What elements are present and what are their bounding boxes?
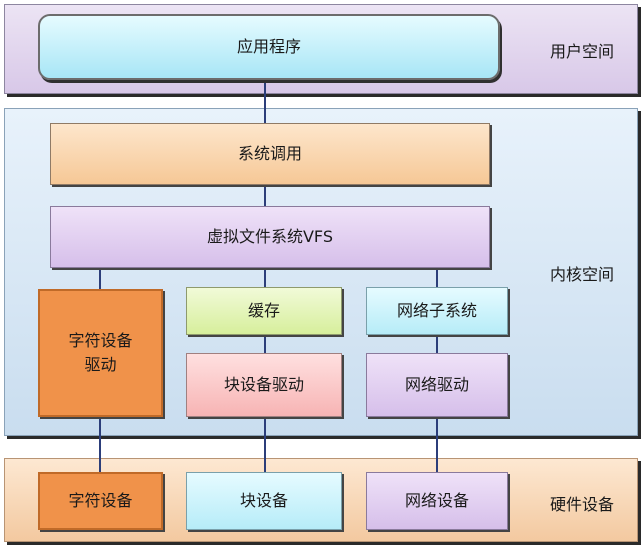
block-device-node: 块设备 bbox=[186, 472, 342, 530]
syscall-label: 系统调用 bbox=[237, 144, 302, 163]
syscall-node: 系统调用 bbox=[50, 123, 490, 185]
char-device-label: 字符设备 bbox=[68, 491, 133, 510]
net-driver-node: 网络驱动 bbox=[366, 353, 508, 417]
net-subsystem-label: 网络子系统 bbox=[396, 301, 477, 320]
user-space-label: 用户空间 bbox=[550, 42, 615, 61]
net-device-node: 网络设备 bbox=[366, 472, 508, 530]
connector-vfs-cache bbox=[264, 268, 266, 287]
char-device-node: 字符设备 bbox=[38, 472, 163, 530]
char-driver-label: 字符设备 驱动 bbox=[68, 331, 133, 374]
connector-app-syscall bbox=[264, 80, 266, 123]
connector-chardrv-chardev bbox=[99, 417, 101, 472]
block-device-label: 块设备 bbox=[239, 491, 288, 510]
connector-syscall-vfs bbox=[264, 185, 266, 206]
connector-blkdrv-blkdev bbox=[264, 417, 266, 472]
cache-label: 缓存 bbox=[247, 301, 280, 320]
block-driver-label: 块设备驱动 bbox=[223, 375, 304, 394]
kernel-space-label: 内核空间 bbox=[550, 265, 615, 284]
application-node: 应用程序 bbox=[38, 14, 500, 80]
application-label: 应用程序 bbox=[236, 37, 301, 56]
cache-node: 缓存 bbox=[186, 287, 342, 335]
connector-cache-blkdrv bbox=[264, 335, 266, 353]
vfs-node: 虚拟文件系统VFS bbox=[50, 206, 490, 268]
connector-vfs-netsub bbox=[436, 268, 438, 287]
connector-netsub-netdrv bbox=[436, 335, 438, 353]
net-driver-label: 网络驱动 bbox=[404, 375, 469, 394]
block-driver-node: 块设备驱动 bbox=[186, 353, 342, 417]
net-subsystem-node: 网络子系统 bbox=[366, 287, 508, 335]
char-driver-node: 字符设备 驱动 bbox=[38, 289, 163, 417]
vfs-label: 虚拟文件系统VFS bbox=[206, 227, 334, 246]
connector-vfs-chardrv bbox=[99, 268, 101, 289]
hardware-label: 硬件设备 bbox=[550, 495, 615, 514]
net-device-label: 网络设备 bbox=[404, 491, 469, 510]
connector-netdrv-netdev bbox=[436, 417, 438, 472]
